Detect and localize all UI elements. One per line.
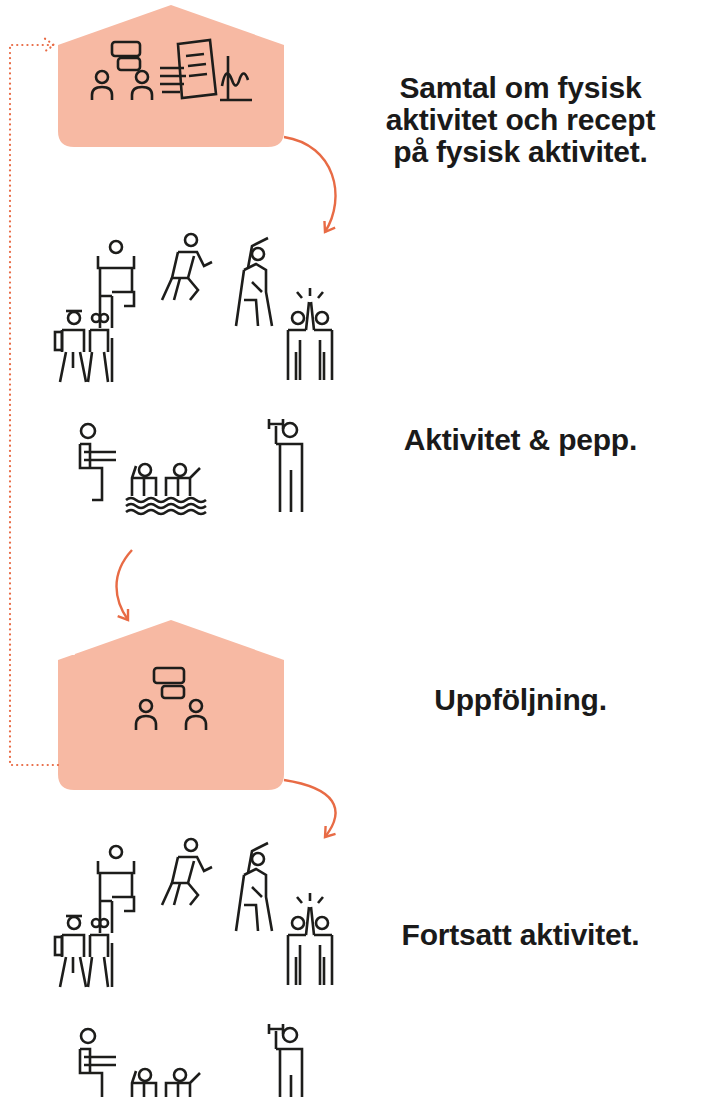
step-label: Uppföljning. bbox=[373, 684, 668, 716]
house-shape bbox=[58, 5, 284, 147]
arrow-head bbox=[324, 221, 335, 232]
activity-group: Fortsatt aktivitet. bbox=[40, 837, 340, 1093]
connector-line bbox=[284, 780, 336, 837]
connector-line bbox=[284, 137, 336, 232]
connector-line bbox=[117, 550, 133, 620]
activity-group: Aktivitet & pepp. bbox=[40, 232, 340, 550]
arrow-head bbox=[325, 826, 336, 837]
consultation-icons bbox=[67, 24, 252, 100]
activity-icons bbox=[55, 839, 332, 1097]
arrow-head bbox=[118, 609, 128, 620]
flow-arrow bbox=[117, 550, 133, 620]
step-label: Fortsatt aktivitet. bbox=[373, 919, 668, 951]
flow-arrow bbox=[284, 780, 336, 837]
house-outline bbox=[58, 620, 284, 790]
house-box: Samtal om fysisk aktivitet och recept på… bbox=[58, 5, 284, 147]
house-outline bbox=[58, 5, 284, 147]
step-label: Aktivitet & pepp. bbox=[373, 424, 668, 456]
house-box: Uppföljning. bbox=[58, 620, 284, 790]
activity-icons bbox=[55, 234, 332, 514]
dotted-return-arrow bbox=[10, 39, 58, 765]
step-label: Samtal om fysisk aktivitet och recept på… bbox=[373, 72, 668, 168]
arrow-head bbox=[45, 39, 54, 52]
follow-up-icons bbox=[67, 643, 206, 730]
flow-arrow bbox=[284, 137, 336, 232]
connector-line bbox=[10, 45, 58, 765]
house-shape bbox=[58, 620, 284, 790]
